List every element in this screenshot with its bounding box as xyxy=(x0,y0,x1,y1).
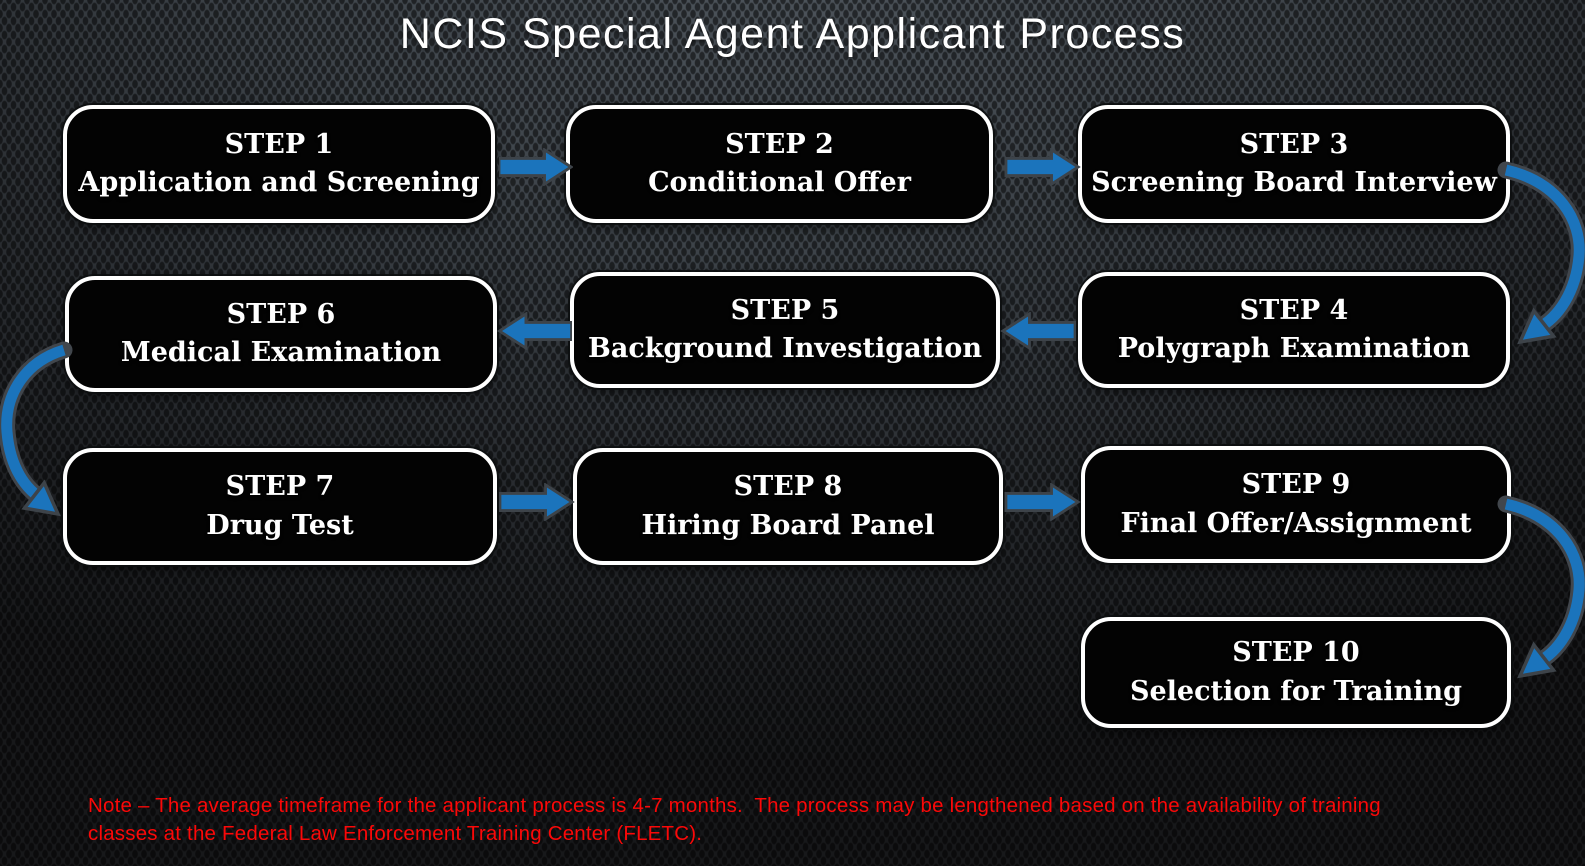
arrow-step1-to-step2-right-icon xyxy=(499,148,573,186)
step-7-box: STEP 7 Drug Test xyxy=(63,448,497,565)
step-10-box: STEP 10 Selection for Training xyxy=(1081,617,1511,728)
step-3-box: STEP 3 Screening Board Interview xyxy=(1078,105,1510,223)
step-number-label: STEP 9 xyxy=(1241,469,1351,501)
step-6-box: STEP 6 Medical Examination xyxy=(65,276,497,392)
arrow-step5-to-step6-left-icon xyxy=(497,312,572,350)
step-number-label: STEP 5 xyxy=(730,294,840,326)
arrow-step8-to-step9-right-icon xyxy=(1004,483,1082,521)
step-name-label: Final Offer/Assignment xyxy=(1120,507,1472,539)
arrow-step2-to-step3-right-icon xyxy=(1004,148,1082,186)
step-name-label: Medical Examination xyxy=(120,337,442,368)
step-name-label: Background Investigation xyxy=(588,333,982,364)
step-2-box: STEP 2 Conditional Offer xyxy=(566,105,993,223)
step-name-label: Screening Board Interview xyxy=(1091,167,1497,198)
step-name-label: Hiring Board Panel xyxy=(641,509,935,541)
step-4-box: STEP 4 Polygraph Examination xyxy=(1078,272,1510,388)
step-number-label: STEP 8 xyxy=(733,471,843,503)
step-number-label: STEP 10 xyxy=(1232,637,1360,669)
step-name-label: Drug Test xyxy=(206,509,354,541)
arrow-step7-to-step8-right-icon xyxy=(499,483,575,521)
step-name-label: Application and Screening xyxy=(78,167,480,198)
step-name-label: Conditional Offer xyxy=(648,167,911,198)
step-8-box: STEP 8 Hiring Board Panel xyxy=(573,448,1003,565)
page-title: NCIS Special Agent Applicant Process xyxy=(399,10,1186,58)
step-name-label: Selection for Training xyxy=(1129,675,1463,707)
step-number-label: STEP 4 xyxy=(1239,294,1349,326)
step-number-label: STEP 6 xyxy=(226,298,336,330)
step-number-label: STEP 3 xyxy=(1239,128,1349,160)
timeframe-note: Note – The average timeframe for the app… xyxy=(88,794,1381,846)
step-number-label: STEP 2 xyxy=(725,128,834,160)
step-5-box: STEP 5 Background Investigation xyxy=(570,272,1000,388)
curved-arrow-step9-to-step10-icon xyxy=(1446,492,1585,697)
curved-arrow-step3-to-step4-icon xyxy=(1446,158,1585,363)
step-name-label: Polygraph Examination xyxy=(1117,333,1471,364)
step-number-label: STEP 1 xyxy=(224,128,334,160)
step-number-label: STEP 7 xyxy=(225,471,335,503)
step-9-box: STEP 9 Final Offer/Assignment xyxy=(1081,446,1511,563)
step-1-box: STEP 1 Application and Screening xyxy=(63,105,495,223)
curved-arrow-step6-to-step7-icon xyxy=(0,338,80,533)
arrow-step4-to-step5-left-icon xyxy=(1000,312,1076,350)
